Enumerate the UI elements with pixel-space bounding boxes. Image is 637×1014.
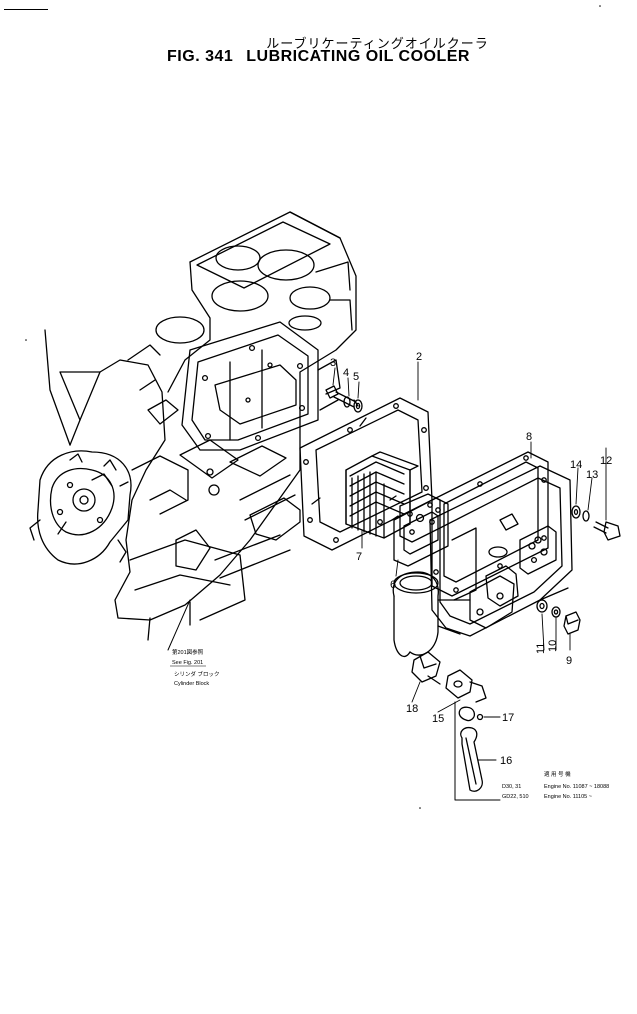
cooler-cover-drawing <box>392 465 573 657</box>
hose-assembly-drawing <box>454 701 501 801</box>
scan-specks <box>25 5 601 809</box>
callout-9: 9 <box>566 655 572 667</box>
cb-name: Cylinder Block <box>174 681 209 687</box>
bolt-12-drawing <box>593 521 621 541</box>
connector-18-drawing <box>411 651 441 685</box>
part-2-gasket-drawing <box>299 397 433 551</box>
cb-ref-jp: 第201図参照 <box>172 648 204 656</box>
cb-ref-see: See Fig. 201 <box>172 660 203 666</box>
washer-11-drawing <box>536 599 548 613</box>
callout-3: 3 <box>330 357 336 369</box>
cb-name-jp: シリンダ ブロック <box>174 670 220 678</box>
figure-title: FIG. 341 LUBRICATING OIL COOLER <box>0 48 637 66</box>
callout-10: 10 <box>547 640 559 652</box>
applicability-row2-models: GD22, 510 <box>502 794 529 800</box>
figure-number: FIG. 341 <box>167 48 234 65</box>
washer-14-drawing <box>571 505 581 519</box>
callout-15: 15 <box>432 713 444 725</box>
part-7-cooler-element-drawing <box>345 451 441 543</box>
callout-18: 18 <box>406 703 418 715</box>
callout-12: 12 <box>600 455 612 467</box>
callout-leaders <box>332 361 607 713</box>
applicability-row1-engine: Engine No. 11087 ~ 18088 <box>544 784 609 790</box>
applicability-row1-models: D30, 31 <box>502 784 521 790</box>
figure-name: LUBRICATING OIL COOLER <box>246 48 470 65</box>
callout-4: 4 <box>343 367 349 379</box>
elbow-15-drawing <box>445 669 487 703</box>
lockwasher-4-drawing <box>343 396 351 408</box>
applicability-header: 適 用 号 機 <box>544 770 571 778</box>
title-japanese: ルーブリケーティングオイルクーラ <box>266 37 489 52</box>
callout-13: 13 <box>586 469 598 481</box>
callout-7: 7 <box>356 551 362 563</box>
plug-9-drawing <box>563 611 581 635</box>
callout-6: 6 <box>390 579 396 591</box>
callout-5: 5 <box>353 371 359 383</box>
callout-8: 8 <box>526 431 532 443</box>
applicability-row2-engine: Engine No. 11105 ~ <box>544 794 592 800</box>
applicability-note: 適 用 号 機 D30, 31 Engine No. 11087 ~ 18088… <box>502 770 609 800</box>
cylinder-block-reference: 第201図参照 See Fig. 201 シリンダ ブロック Cylinder … <box>172 648 220 687</box>
callout-17: 17 <box>502 712 514 724</box>
lockwasher-13-drawing <box>582 510 590 522</box>
washer-5-drawing <box>353 399 363 413</box>
callout-numbers: 2 3 4 5 6 7 8 9 10 11 12 13 14 15 16 17 … <box>330 351 612 767</box>
cylinder-block-drawing <box>29 211 357 651</box>
corner-rule <box>4 9 48 10</box>
callout-16: 16 <box>500 755 512 767</box>
washer-10-drawing <box>551 606 561 618</box>
callout-2: 2 <box>416 351 422 363</box>
callout-14: 14 <box>570 459 582 471</box>
callout-11: 11 <box>535 643 547 654</box>
